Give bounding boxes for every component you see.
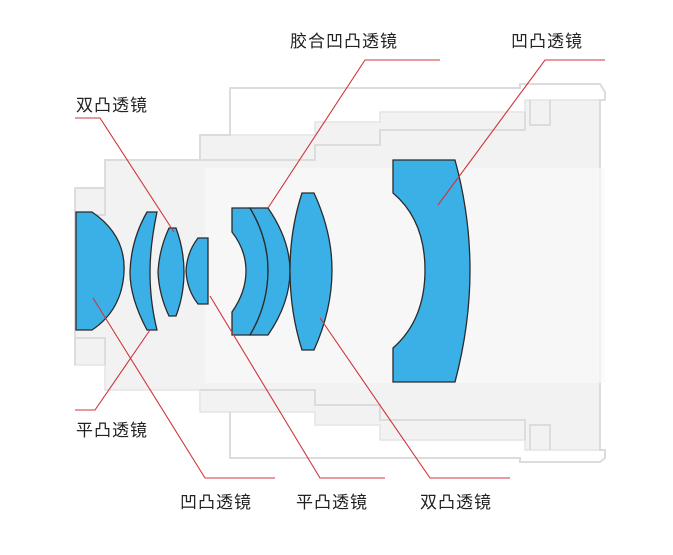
lens-housing [74, 83, 606, 463]
label-biconvex-bottom: 双凸透镜 [420, 493, 492, 513]
lens-meniscus-2 [129, 211, 158, 331]
label-meniscus-top-right: 凹凸透镜 [511, 32, 583, 52]
label-cemented-meniscus: 胶合凹凸透镜 [290, 32, 398, 52]
lens-meniscus-rear [392, 159, 471, 383]
leader-lines [75, 59, 605, 479]
label-meniscus-bottom: 凹凸透镜 [180, 493, 252, 513]
leader-biconvex-bottom [319, 317, 510, 479]
leader-planoconvex-left [75, 329, 151, 411]
housing-outer-outline [75, 83, 606, 463]
lens-biconvex-small [157, 227, 185, 317]
lens-elements [75, 159, 471, 383]
label-biconvex-left: 双凸透镜 [76, 96, 148, 116]
label-planoconvex-left: 平凸透镜 [76, 421, 148, 441]
leader-planoconvex-bottom [209, 295, 385, 479]
leader-cemented [267, 59, 440, 209]
leader-meniscus-top [437, 59, 605, 206]
leader-meniscus-bottom [92, 297, 275, 479]
label-planoconvex-bottom: 平凸透镜 [296, 493, 368, 513]
housing-inner-step-top [200, 100, 551, 161]
lens-plano-convex-front [75, 211, 125, 331]
lens-plano-convex-small [185, 237, 209, 305]
leader-biconvex-left [75, 117, 175, 233]
lens-biconvex-large [289, 192, 333, 351]
lens-cemented-meniscus-b [248, 207, 291, 336]
